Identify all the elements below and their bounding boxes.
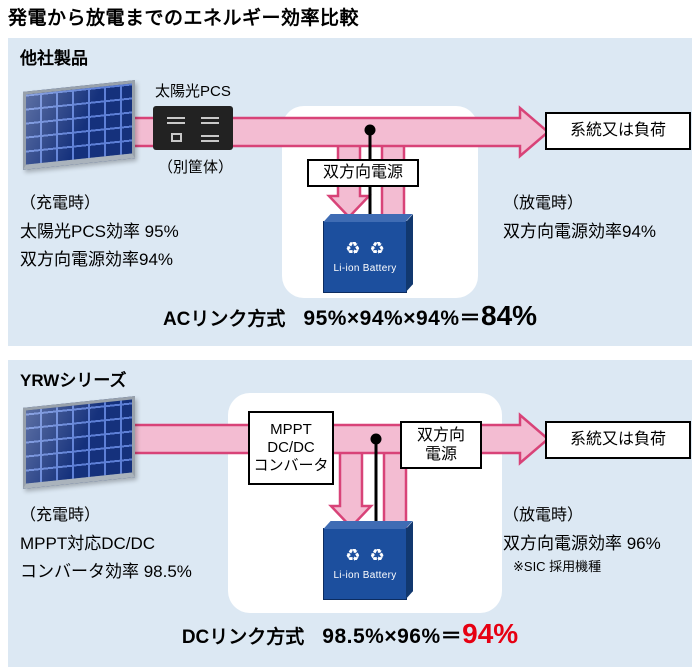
battery-label: Li-ion Battery bbox=[333, 570, 397, 581]
panel-yrw-series: YRWシリーズ MPPT DC/DC コンバータ 双方向 電源 系統又は負荷 ♻… bbox=[8, 360, 692, 667]
discharge-line: 双方向電源効率 96% bbox=[503, 534, 661, 553]
recycle-icons: ♻ ♻ bbox=[345, 240, 385, 257]
charge-line: 双方向電源効率94% bbox=[20, 250, 174, 269]
display-icon bbox=[170, 132, 182, 142]
li-ion-battery: ♻ ♻ Li-ion Battery bbox=[323, 221, 407, 293]
charge-arrow-down bbox=[328, 443, 374, 529]
panel-title-yrw: YRWシリーズ bbox=[20, 371, 127, 390]
converter-line: コンバータ bbox=[253, 457, 329, 474]
formula-calc: 98.5%×96%＝ bbox=[322, 625, 463, 648]
charge-info: （充電時） MPPT対応DC/DC コンバータ効率 98.5% bbox=[20, 502, 192, 586]
mppt-converter-box: MPPT DC/DC コンバータ bbox=[248, 411, 334, 485]
recycle-icon: ♻ bbox=[369, 546, 385, 565]
discharge-line: 双方向電源効率94% bbox=[503, 222, 657, 241]
junction-dot bbox=[364, 124, 376, 136]
charge-line: 太陽光PCS効率 95% bbox=[20, 222, 179, 241]
bidirectional-power-label: 双方向電源 bbox=[322, 164, 403, 182]
ac-link-formula: ACリンク方式 95%×94%×94%＝ 84% bbox=[8, 300, 692, 332]
discharge-info: （放電時） 双方向電源効率94% bbox=[503, 190, 656, 246]
discharge-title: （放電時） bbox=[503, 507, 584, 524]
bidirectional-power-box: 双方向電源 bbox=[307, 159, 419, 187]
grid-load-label: 系統又は負荷 bbox=[569, 431, 666, 449]
vent-icon bbox=[167, 114, 185, 124]
recycle-icon: ♻ bbox=[345, 546, 361, 565]
discharge-note: ※SIC 採用機種 bbox=[513, 559, 602, 574]
formula-method: ACリンク方式 bbox=[162, 309, 286, 330]
formula-calc: 95%×94%×94%＝ bbox=[303, 307, 482, 330]
formula-expression: 98.5%×96%＝ 94% bbox=[322, 618, 518, 650]
recycle-icons: ♻ ♻ bbox=[345, 547, 385, 564]
charge-title: （充電時） bbox=[20, 507, 101, 524]
battery-label: Li-ion Battery bbox=[333, 263, 397, 274]
junction-dot bbox=[370, 433, 382, 445]
bidirectional-power-box: 双方向 電源 bbox=[400, 421, 482, 469]
solar-panel bbox=[23, 396, 135, 489]
grid-load-box: 系統又は負荷 bbox=[545, 112, 691, 150]
discharge-info: （放電時） 双方向電源効率 96% ※SIC 採用機種 bbox=[503, 502, 661, 576]
formula-result: 84% bbox=[481, 300, 538, 331]
formula-result: 94% bbox=[462, 618, 519, 649]
vent-icon bbox=[201, 114, 219, 124]
recycle-icon: ♻ bbox=[345, 239, 361, 258]
dc-link-formula: DCリンク方式 98.5%×96%＝ 94% bbox=[8, 618, 692, 650]
solar-panel bbox=[23, 80, 135, 170]
pcs-note: （別筐体） bbox=[158, 159, 234, 176]
formula-expression: 95%×94%×94%＝ 84% bbox=[303, 300, 537, 332]
vent-icon bbox=[201, 132, 219, 142]
charge-line: コンバータ効率 98.5% bbox=[20, 562, 192, 581]
converter-line: MPPT bbox=[270, 421, 312, 438]
grid-load-label: 系統又は負荷 bbox=[569, 122, 666, 140]
discharge-title: （放電時） bbox=[503, 195, 584, 212]
charge-line: MPPT対応DC/DC bbox=[20, 534, 156, 553]
recycle-icon: ♻ bbox=[369, 239, 385, 258]
pcs-label: 太陽光PCS bbox=[155, 83, 231, 100]
bidirectional-power-line: 電源 bbox=[424, 446, 457, 463]
bidirectional-power-line: 双方向 bbox=[416, 426, 465, 444]
li-ion-battery: ♻ ♻ Li-ion Battery bbox=[323, 528, 407, 600]
panel-title-other: 他社製品 bbox=[20, 49, 88, 68]
formula-method: DCリンク方式 bbox=[181, 627, 305, 648]
grid-load-box: 系統又は負荷 bbox=[545, 421, 691, 459]
charge-title: （充電時） bbox=[20, 195, 101, 212]
panel-other-product: 他社製品 太陽光PCS （別筐体） 双方向電源 系統又は負荷 ♻ ♻ Li-io… bbox=[8, 38, 692, 346]
converter-line: DC/DC bbox=[267, 439, 315, 456]
page-title: 発電から放電までのエネルギー効率比較 bbox=[8, 8, 360, 29]
charge-info: （充電時） 太陽光PCS効率 95% 双方向電源効率94% bbox=[20, 190, 179, 274]
pcs-unit bbox=[153, 106, 233, 150]
